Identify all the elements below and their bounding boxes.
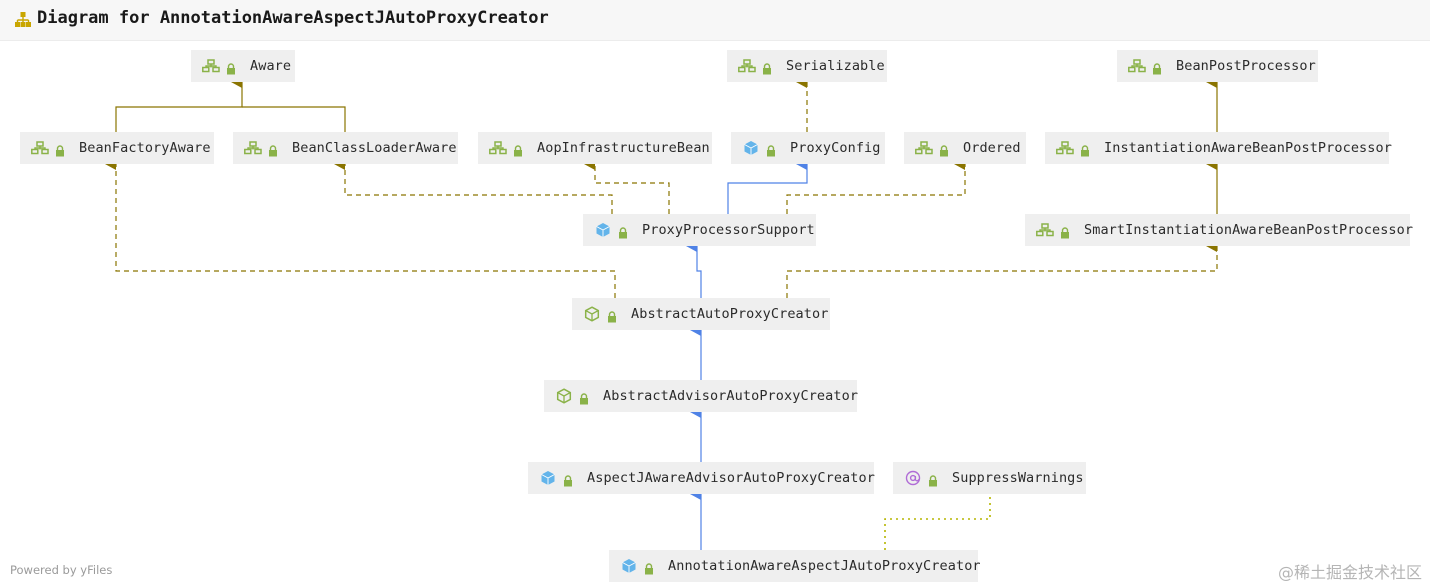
watermark: @稀土掘金技术社区 — [1277, 563, 1422, 582]
annotation-icon — [904, 469, 922, 487]
edge-aapc-beanfactoryaware — [105, 158, 616, 298]
node-beanclassloaderaware[interactable]: BeanClassLoaderAware — [233, 132, 458, 164]
powered-by-label: Powered by yFiles — [10, 563, 113, 577]
lock-icon — [939, 142, 949, 157]
edge-aapc-pps — [686, 240, 702, 298]
interface-icon — [738, 57, 756, 75]
node-label: AbstractAutoProxyCreator — [631, 306, 829, 322]
class-icon — [594, 221, 612, 239]
lock-icon — [268, 142, 278, 157]
node-label: InstantiationAwareBeanPostProcessor — [1104, 140, 1392, 156]
lock-icon — [1060, 224, 1070, 239]
edge-pps-beanclassloaderaware — [334, 158, 613, 214]
edge-annotationaware-suppresswarnings — [884, 494, 991, 550]
node-label: ProxyProcessorSupport — [642, 222, 815, 238]
interface-icon — [244, 139, 262, 157]
edge-beanclassloaderaware-aware — [242, 106, 346, 132]
node-proxyprocessorsupport[interactable]: ProxyProcessorSupport — [583, 214, 816, 246]
node-serializable[interactable]: Serializable — [727, 50, 887, 82]
node-label: AspectJAwareAdvisorAutoProxyCreator — [587, 470, 875, 486]
node-abstractadvisorautoproxycreator[interactable]: AbstractAdvisorAutoProxyCreator — [544, 380, 859, 412]
interface-icon — [915, 139, 933, 157]
node-label: Aware — [250, 58, 292, 74]
class-icon — [539, 469, 557, 487]
lock-icon — [762, 60, 772, 75]
lock-icon — [55, 142, 65, 157]
lock-icon — [644, 560, 654, 575]
node-label: SuppressWarnings — [952, 470, 1084, 486]
edge-beanfactoryaware-aware — [115, 76, 243, 132]
node-label: AopInfrastructureBean — [537, 140, 710, 156]
lock-icon — [1080, 142, 1090, 157]
lock-icon — [1152, 60, 1162, 75]
node-annotationawareaspectjautoproxycreator[interactable]: AnnotationAwareAspectJAutoProxyCreator — [609, 550, 981, 582]
node-label: SmartInstantiationAwareBeanPostProcessor — [1084, 222, 1414, 238]
interface-icon — [1128, 57, 1146, 75]
node-aspectjawareadvisorautoproxycreator[interactable]: AspectJAwareAdvisorAutoProxyCreator — [528, 462, 875, 494]
node-label: Ordered — [963, 140, 1021, 156]
interface-icon — [31, 139, 49, 157]
node-aware[interactable]: Aware — [191, 50, 295, 82]
abstract-class-icon — [555, 387, 573, 405]
interface-icon — [1036, 221, 1054, 239]
edge-aapc-smartinstantiationaware — [786, 240, 1218, 298]
hierarchy-icon — [14, 11, 32, 33]
lock-icon — [607, 308, 617, 323]
lock-icon — [766, 142, 776, 157]
lock-icon — [579, 390, 589, 405]
class-icon — [620, 557, 638, 575]
edge-pps-ordered — [786, 158, 966, 214]
edge-pps-proxyconfig — [727, 158, 808, 214]
lock-icon — [928, 472, 938, 487]
lock-icon — [563, 472, 573, 487]
lock-icon — [513, 142, 523, 157]
node-label: AbstractAdvisorAutoProxyCreator — [603, 388, 859, 404]
node-label: BeanPostProcessor — [1176, 58, 1316, 74]
node-label: BeanClassLoaderAware — [292, 140, 457, 156]
node-label: ProxyConfig — [790, 140, 881, 156]
node-beanpostprocessor[interactable]: BeanPostProcessor — [1117, 50, 1318, 82]
node-instantiationawarebeanpostprocessor[interactable]: InstantiationAwareBeanPostProcessor — [1045, 132, 1392, 164]
abstract-class-icon — [583, 305, 601, 323]
node-smartinstantiationawarebeanpostprocessor[interactable]: SmartInstantiationAwareBeanPostProcessor — [1025, 214, 1414, 246]
interface-icon — [202, 57, 220, 75]
lock-icon — [618, 224, 628, 239]
node-suppresswarnings[interactable]: SuppressWarnings — [893, 462, 1086, 494]
node-label: Serializable — [786, 58, 885, 74]
node-label: BeanFactoryAware — [79, 140, 211, 156]
interface-icon — [1056, 139, 1074, 157]
class-icon — [742, 139, 760, 157]
node-label: AnnotationAwareAspectJAutoProxyCreator — [668, 558, 981, 574]
edge-pps-aopinfrastructurebean — [584, 158, 670, 214]
lock-icon — [226, 60, 236, 75]
node-ordered[interactable]: Ordered — [904, 132, 1026, 164]
node-abstractautoproxycreator[interactable]: AbstractAutoProxyCreator — [572, 298, 830, 330]
interface-icon — [489, 139, 507, 157]
node-beanfactoryaware[interactable]: BeanFactoryAware — [20, 132, 214, 164]
diagram-header: Diagram for AnnotationAwareAspectJAutoPr… — [0, 0, 1430, 41]
node-proxyconfig[interactable]: ProxyConfig — [731, 132, 885, 164]
node-aopinfrastructurebean[interactable]: AopInfrastructureBean — [478, 132, 712, 164]
diagram-title: Diagram for AnnotationAwareAspectJAutoPr… — [37, 8, 549, 28]
